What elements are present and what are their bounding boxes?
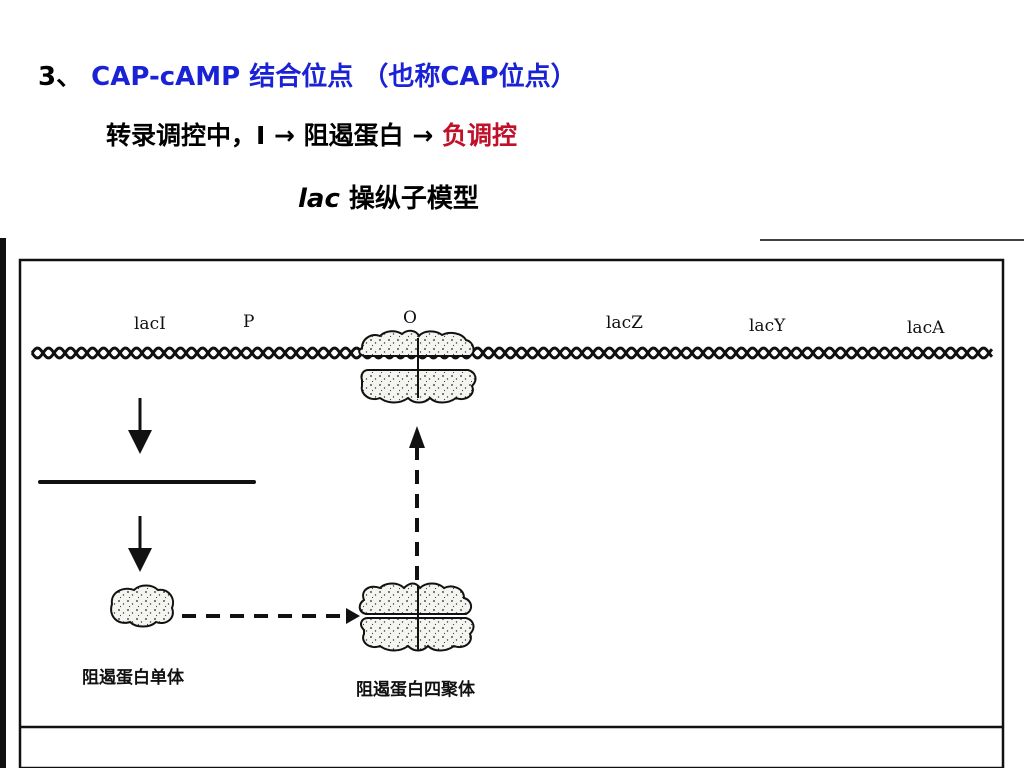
subtitle-line: 转录调控中，I → 阻遏蛋白 → 负调控: [106, 116, 517, 152]
heading-line: 3、 CAP-cAMP 结合位点 （也称CAP位点）: [38, 56, 577, 93]
diagram-frame: [18, 258, 1005, 768]
model-title-italic: lac: [298, 184, 340, 214]
tetramer-label: 阻遏蛋白四聚体: [356, 679, 476, 700]
lac-operon-diagram: lacI P O lacZ lacY lacA 阻遏蛋白单体 阻遏蛋白四聚体: [0, 238, 1024, 768]
gene-label-lacz: lacZ: [606, 313, 643, 333]
tetramer-on-operator: [358, 329, 477, 404]
heading-title: CAP-cAMP 结合位点 （也称CAP位点）: [91, 62, 577, 92]
gene-label-o: O: [403, 308, 417, 328]
gene-label-laca: lacA: [907, 318, 945, 338]
gene-label-p: P: [243, 312, 254, 332]
scan-left-edge: [0, 238, 6, 768]
heading-number: 3、: [38, 62, 83, 92]
gene-label-laci: lacI: [134, 314, 166, 334]
arrow-assembly-head: [346, 608, 360, 624]
monomer-label: 阻遏蛋白单体: [82, 667, 185, 688]
gene-label-lacy: lacY: [749, 316, 786, 336]
model-title: lac 操纵子模型: [298, 178, 479, 215]
arrow-binding-head: [409, 426, 425, 448]
dna-strand: [30, 346, 994, 360]
subtitle-highlight: 负调控: [442, 121, 518, 150]
model-title-rest: 操纵子模型: [339, 184, 479, 214]
subtitle-prefix: 转录调控中，I → 阻遏蛋白 →: [106, 121, 443, 150]
repressor-tetramer: [358, 582, 475, 652]
repressor-monomer: [110, 584, 174, 628]
